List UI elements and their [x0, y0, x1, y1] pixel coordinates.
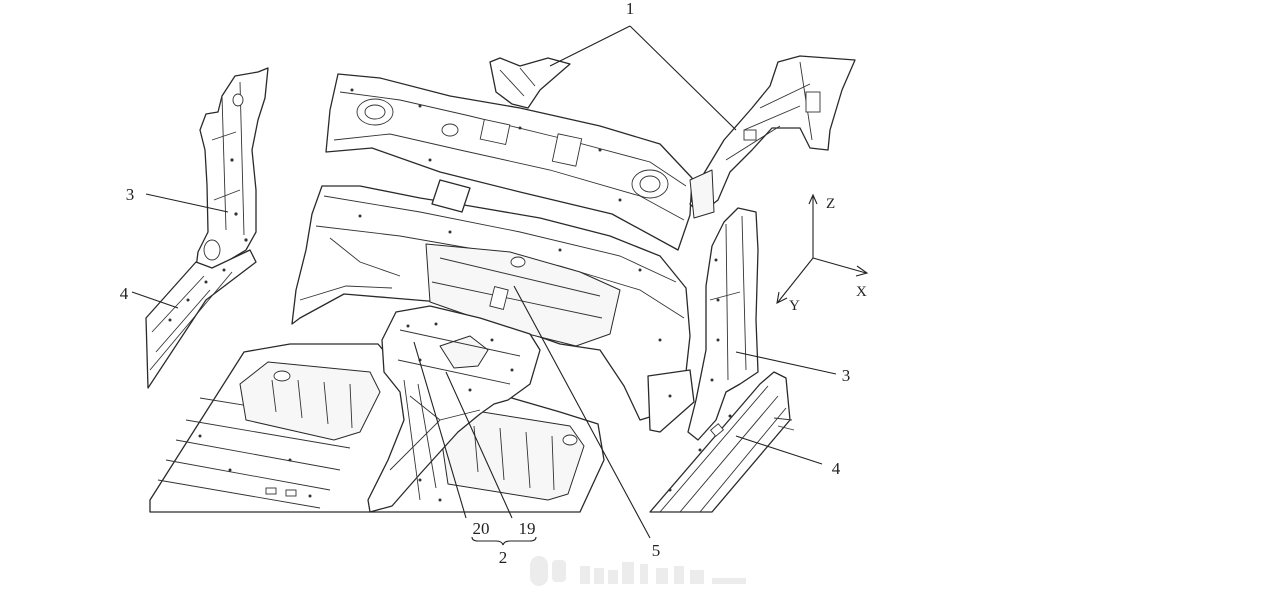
leader-lines	[131, 25, 837, 546]
leader-5	[513, 285, 651, 539]
callout-3-left: 3	[126, 185, 135, 204]
callout-1: 1	[626, 0, 635, 18]
left-sill-part	[145, 249, 257, 389]
z-axis-arrow-icon	[808, 193, 818, 205]
callout-5: 5	[652, 541, 661, 560]
axis-x-label: X	[856, 284, 867, 300]
axis-y-label: Y	[789, 298, 800, 314]
watermark	[530, 556, 746, 586]
callout-4-left: 4	[120, 284, 129, 303]
callout-labels: 1 3 4 3 4 20 19 2 5 Z Y X	[120, 0, 867, 567]
leader-20	[413, 341, 467, 519]
leader-4-right	[735, 435, 823, 465]
leader-3-right	[735, 351, 837, 375]
callout-20: 20	[473, 519, 490, 538]
dash-upper-panel-part	[325, 73, 693, 251]
coordinate-axes	[776, 193, 869, 304]
callout-3-right: 3	[842, 366, 851, 385]
right-sill-part	[649, 371, 795, 513]
callout-4-right: 4	[832, 459, 841, 478]
y-axis-line	[777, 257, 814, 303]
axis-z-label: Z	[826, 196, 835, 212]
x-axis-line	[812, 257, 867, 274]
leader-1a	[549, 25, 631, 67]
leader-4-left	[131, 291, 179, 309]
callout-2: 2	[499, 548, 508, 567]
upper-right-rail-part	[689, 55, 856, 219]
bracket-2	[471, 536, 537, 546]
tunnel-reinforcement-part	[367, 305, 541, 513]
right-pillar-part	[687, 207, 759, 441]
dash-lower-assembly-part	[291, 179, 695, 433]
upper-left-rail-part	[489, 57, 571, 109]
left-pillar-part	[195, 67, 269, 273]
leader-3-left	[145, 193, 229, 213]
x-axis-arrow-icon	[855, 265, 869, 277]
y-axis-arrow-icon	[776, 291, 788, 304]
leader-1b	[629, 25, 737, 131]
callout-19: 19	[519, 519, 536, 538]
leader-19	[445, 371, 513, 519]
